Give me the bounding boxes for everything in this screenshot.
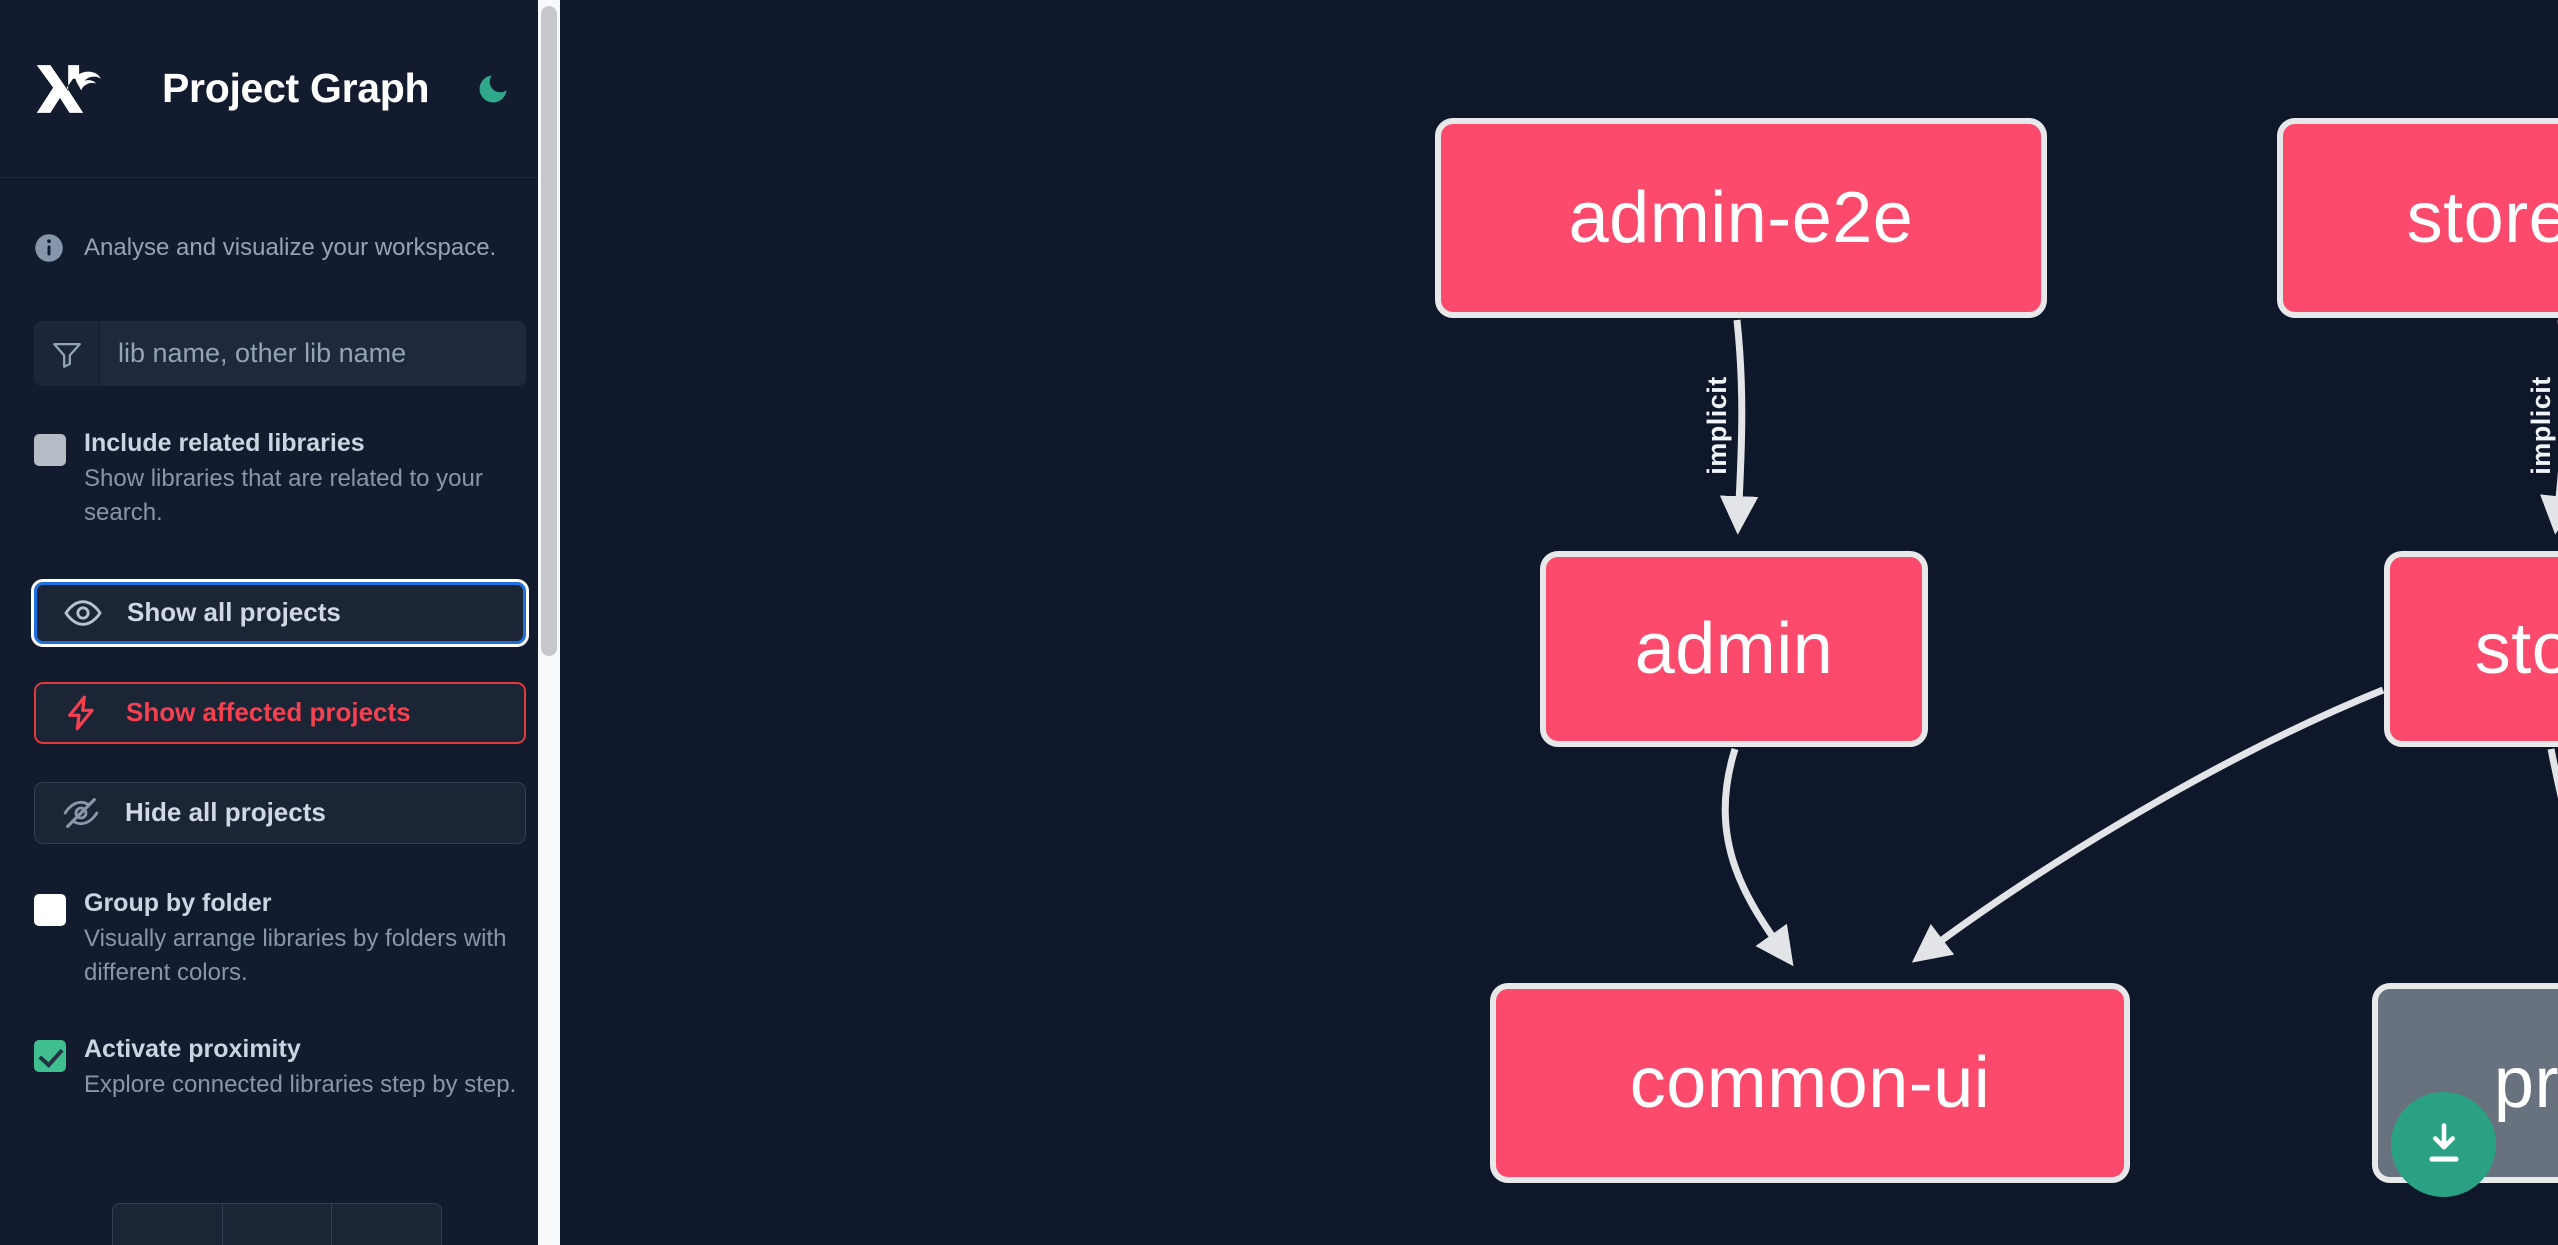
sidebar: Project Graph Analyse and visualize your… <box>0 0 560 1245</box>
graph-node-label: store <box>2474 609 2558 689</box>
bottom-segment-3[interactable] <box>332 1203 443 1245</box>
moon-icon <box>479 75 507 102</box>
page-title: Project Graph <box>162 65 430 111</box>
info-icon <box>35 234 63 262</box>
graph-node-label: common-ui <box>1629 1043 1991 1123</box>
activate-proximity-label: Activate proximity <box>84 1034 301 1063</box>
funnel-icon <box>52 342 81 368</box>
activate-proximity-row[interactable]: Activate proximity Explore connected lib… <box>34 1035 526 1102</box>
show-all-projects-label: Show all projects <box>127 597 341 628</box>
activate-proximity-checkbox[interactable] <box>34 1039 66 1072</box>
group-by-folder-label: Group by folder <box>84 888 272 917</box>
include-related-libraries-row[interactable]: Include related libraries Show libraries… <box>34 429 526 530</box>
eye-off-icon <box>63 797 99 828</box>
nx-logo <box>36 64 101 113</box>
graph-node-admin-e2e[interactable]: admin-e2e <box>1435 118 2047 318</box>
graph-edges <box>1719 319 2558 967</box>
hide-all-projects-button[interactable]: Hide all projects <box>34 781 526 844</box>
show-affected-projects-label: Show affected projects <box>126 697 411 728</box>
bolt-icon <box>68 695 94 731</box>
download-icon <box>2428 1122 2459 1162</box>
graph-canvas[interactable]: admin-e2e store-e2e admin store common-u… <box>560 0 2558 1245</box>
sidebar-content: Project Graph Analyse and visualize your… <box>0 0 560 1245</box>
filter-search-box[interactable] <box>34 321 526 386</box>
include-related-libraries-label: Include related libraries <box>84 429 365 457</box>
analyse-hint: Analyse and visualize your workspace. <box>34 178 526 263</box>
download-graph-button[interactable] <box>2391 1092 2496 1197</box>
graph-node-store[interactable]: store <box>2384 551 2558 747</box>
filter-icon-container <box>34 321 100 386</box>
analyse-hint-text: Analyse and visualize your workspace. <box>84 234 497 261</box>
search-input[interactable] <box>100 321 526 386</box>
graph-node-admin[interactable]: admin <box>1540 551 1928 747</box>
hide-all-projects-label: Hide all projects <box>125 797 326 828</box>
include-related-libraries-checkbox[interactable] <box>34 434 66 466</box>
graph-node-label: admin <box>1634 609 1834 689</box>
theme-toggle-button[interactable] <box>471 67 515 111</box>
activate-proximity-description: Explore connected libraries step by step… <box>84 1070 517 1098</box>
graph-node-common-ui[interactable]: common-ui <box>1490 983 2130 1183</box>
group-by-folder-checkbox[interactable] <box>34 893 66 926</box>
sidebar-body: Analyse and visualize your workspace. In… <box>0 178 560 1102</box>
activate-proximity-texts: Activate proximity Explore connected lib… <box>84 1035 526 1102</box>
sidebar-scrollbar[interactable] <box>538 0 560 1245</box>
group-by-folder-row[interactable]: Group by folder Visually arrange librari… <box>34 889 526 990</box>
show-affected-projects-button[interactable]: Show affected projects <box>34 681 526 744</box>
group-by-folder-texts: Group by folder Visually arrange librari… <box>84 889 526 990</box>
projects-button-group: Show all projects Show affected projects <box>31 578 529 844</box>
group-by-folder-description: Visually arrange libraries by folders wi… <box>84 924 507 986</box>
include-related-libraries-texts: Include related libraries Show libraries… <box>84 429 526 530</box>
graph-node-store-e2e[interactable]: store-e2e <box>2277 118 2558 318</box>
bottom-segment-2[interactable] <box>222 1203 333 1245</box>
include-related-libraries-description: Show libraries that are related to your … <box>84 464 483 526</box>
sidebar-scrollbar-thumb[interactable] <box>541 6 557 656</box>
graph-node-label: store-e2e <box>2406 178 2558 258</box>
show-all-projects-button[interactable]: Show all projects <box>31 578 529 647</box>
eye-icon <box>64 600 102 626</box>
graph-node-label: admin-e2e <box>1568 178 1914 258</box>
bottom-segmented-control[interactable] <box>112 1203 443 1245</box>
bottom-segment-1[interactable] <box>112 1203 223 1245</box>
graph-node-label: products <box>2493 1043 2558 1123</box>
sidebar-header: Project Graph <box>0 0 560 178</box>
